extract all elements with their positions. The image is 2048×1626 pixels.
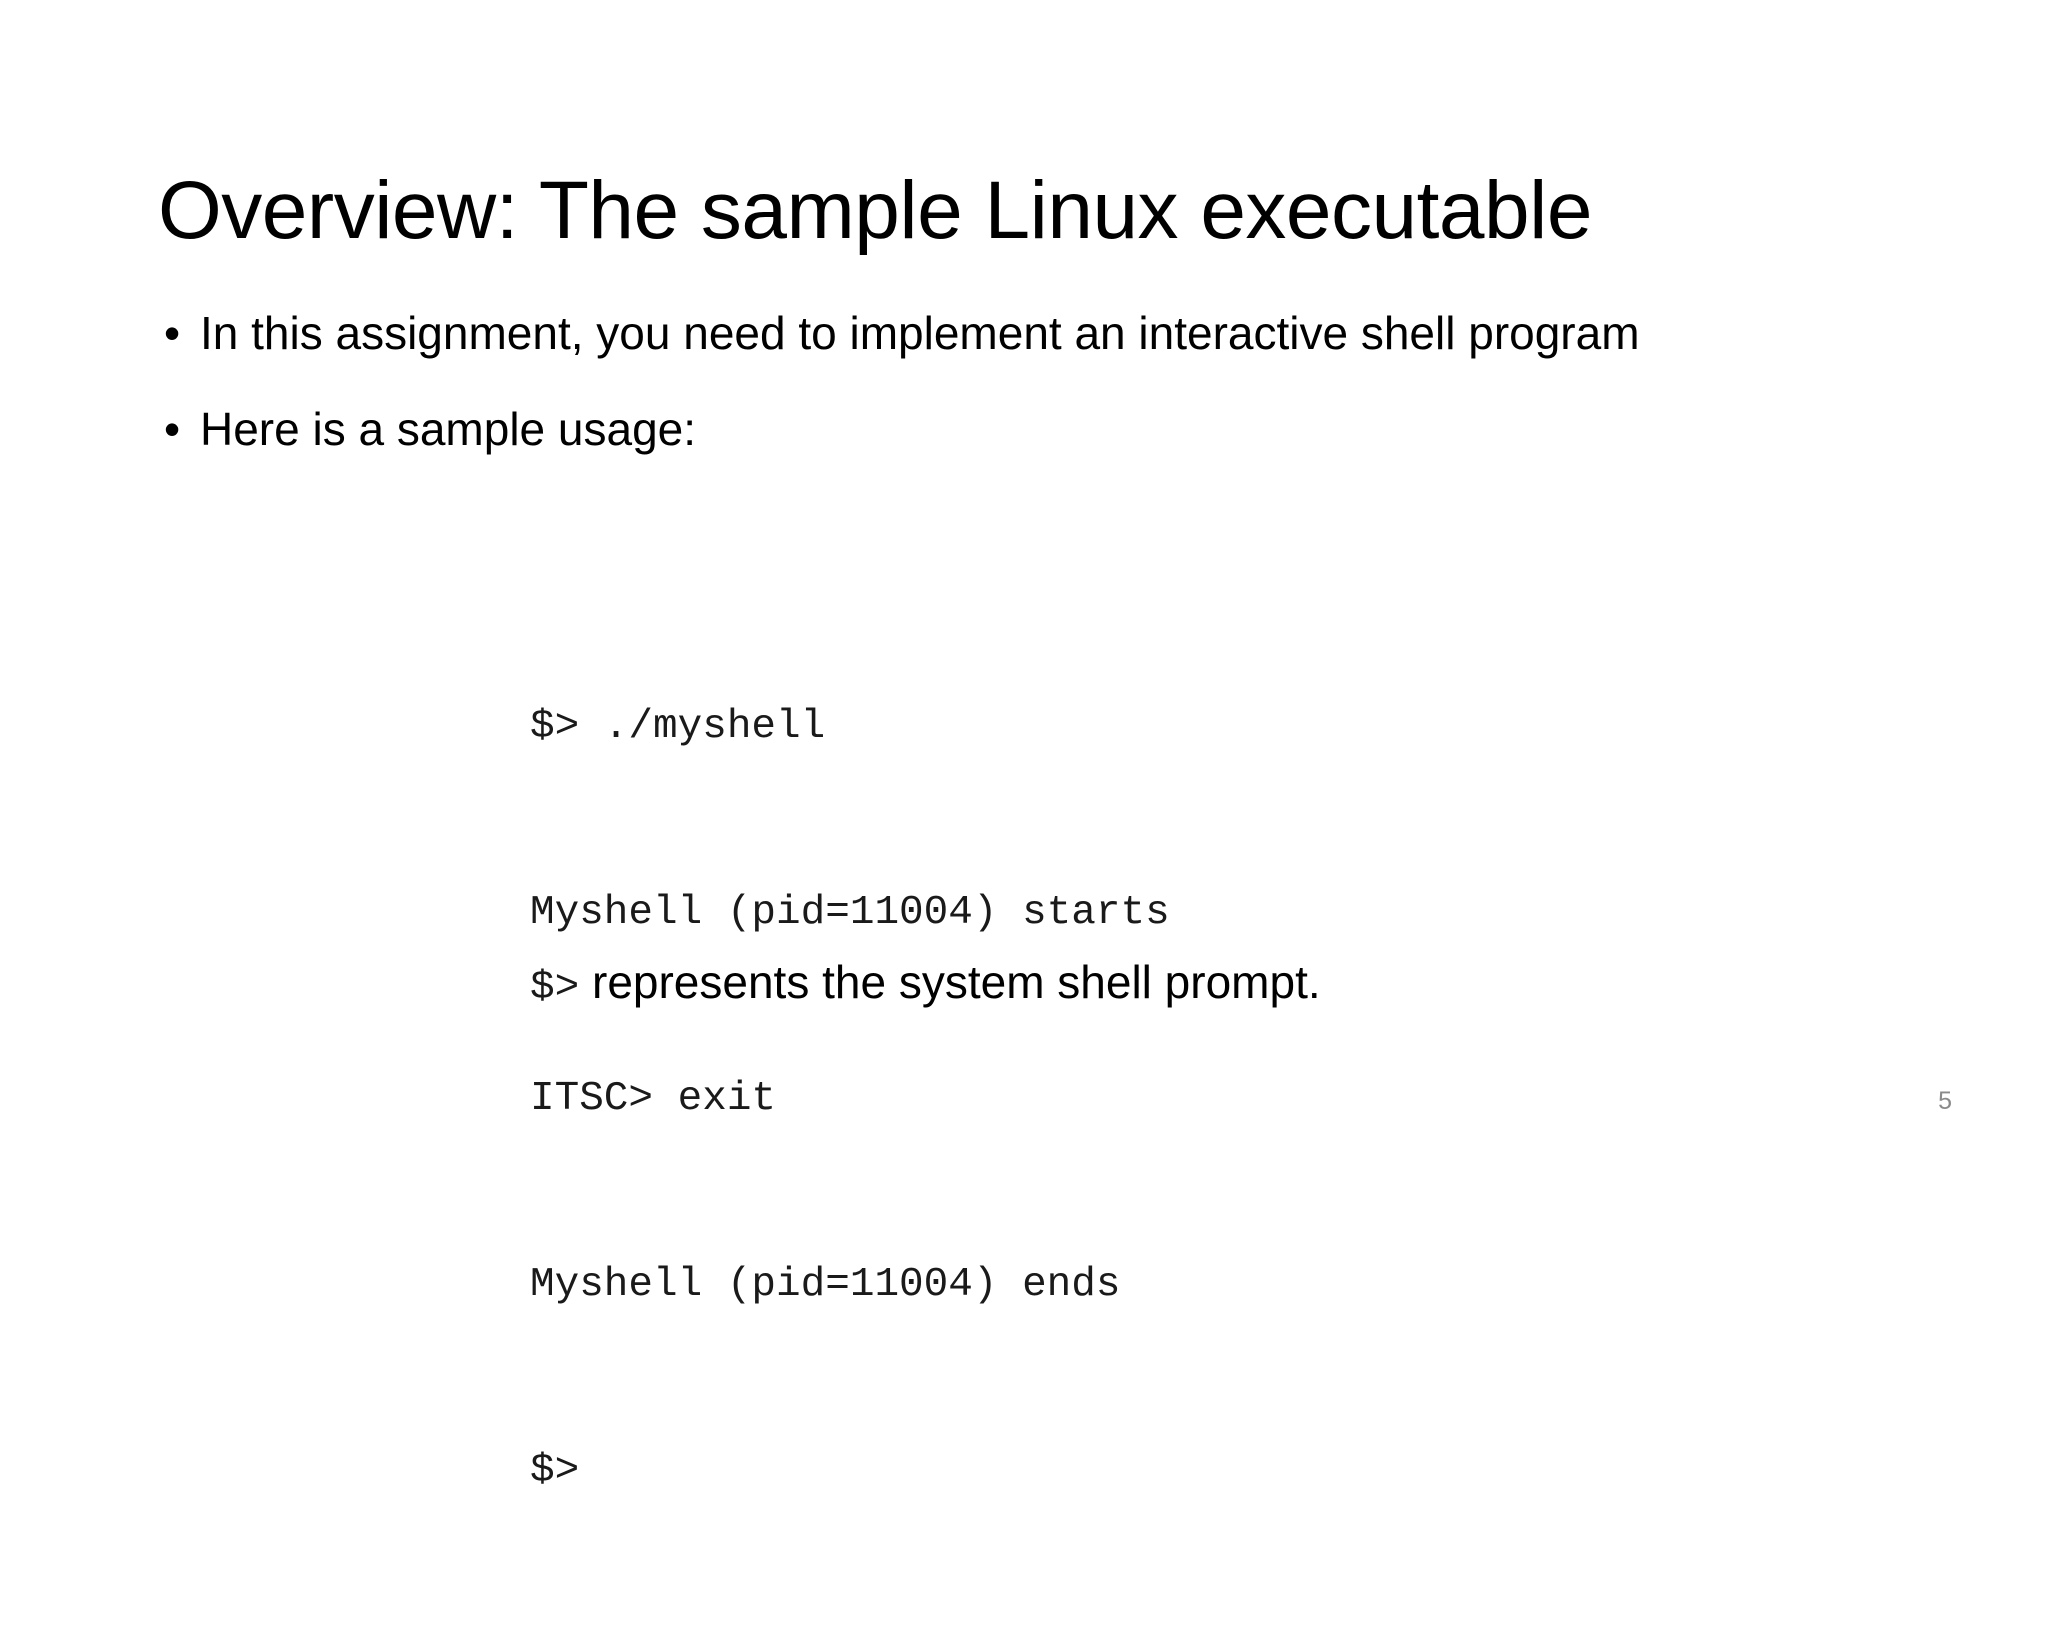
list-item: • Here is a sample usage:: [158, 396, 1758, 462]
list-item: • In this assignment, you need to implem…: [158, 300, 1758, 366]
code-line: $> ./myshell: [530, 704, 826, 750]
list-item-label: In this assignment, you need to implemen…: [200, 307, 1640, 359]
code-line: $>: [530, 1448, 580, 1494]
terminal-transcript: $> ./myshell Myshell (pid=11004) starts …: [530, 572, 1170, 1626]
bullet-point-icon: •: [164, 307, 181, 359]
code-line: Myshell (pid=11004) ends: [530, 1262, 1121, 1308]
bullet-list: • In this assignment, you need to implem…: [158, 300, 1758, 462]
bullet-point-icon: •: [164, 403, 181, 455]
code-line: ITSC> exit: [530, 1076, 777, 1122]
list-item-label: Here is a sample usage:: [200, 403, 697, 455]
page-title: Overview: The sample Linux executable: [158, 164, 1592, 256]
slide-number: 5: [1938, 1087, 1952, 1115]
prompt-caption: $> represents the system shell prompt.: [530, 952, 1321, 1018]
prompt-caption-text: represents the system shell prompt.: [579, 956, 1321, 1008]
code-line: Myshell (pid=11004) starts: [530, 890, 1170, 936]
presentation-slide: Overview: The sample Linux executable • …: [158, 164, 1952, 1494]
shell-prompt-token: $>: [530, 965, 580, 1011]
